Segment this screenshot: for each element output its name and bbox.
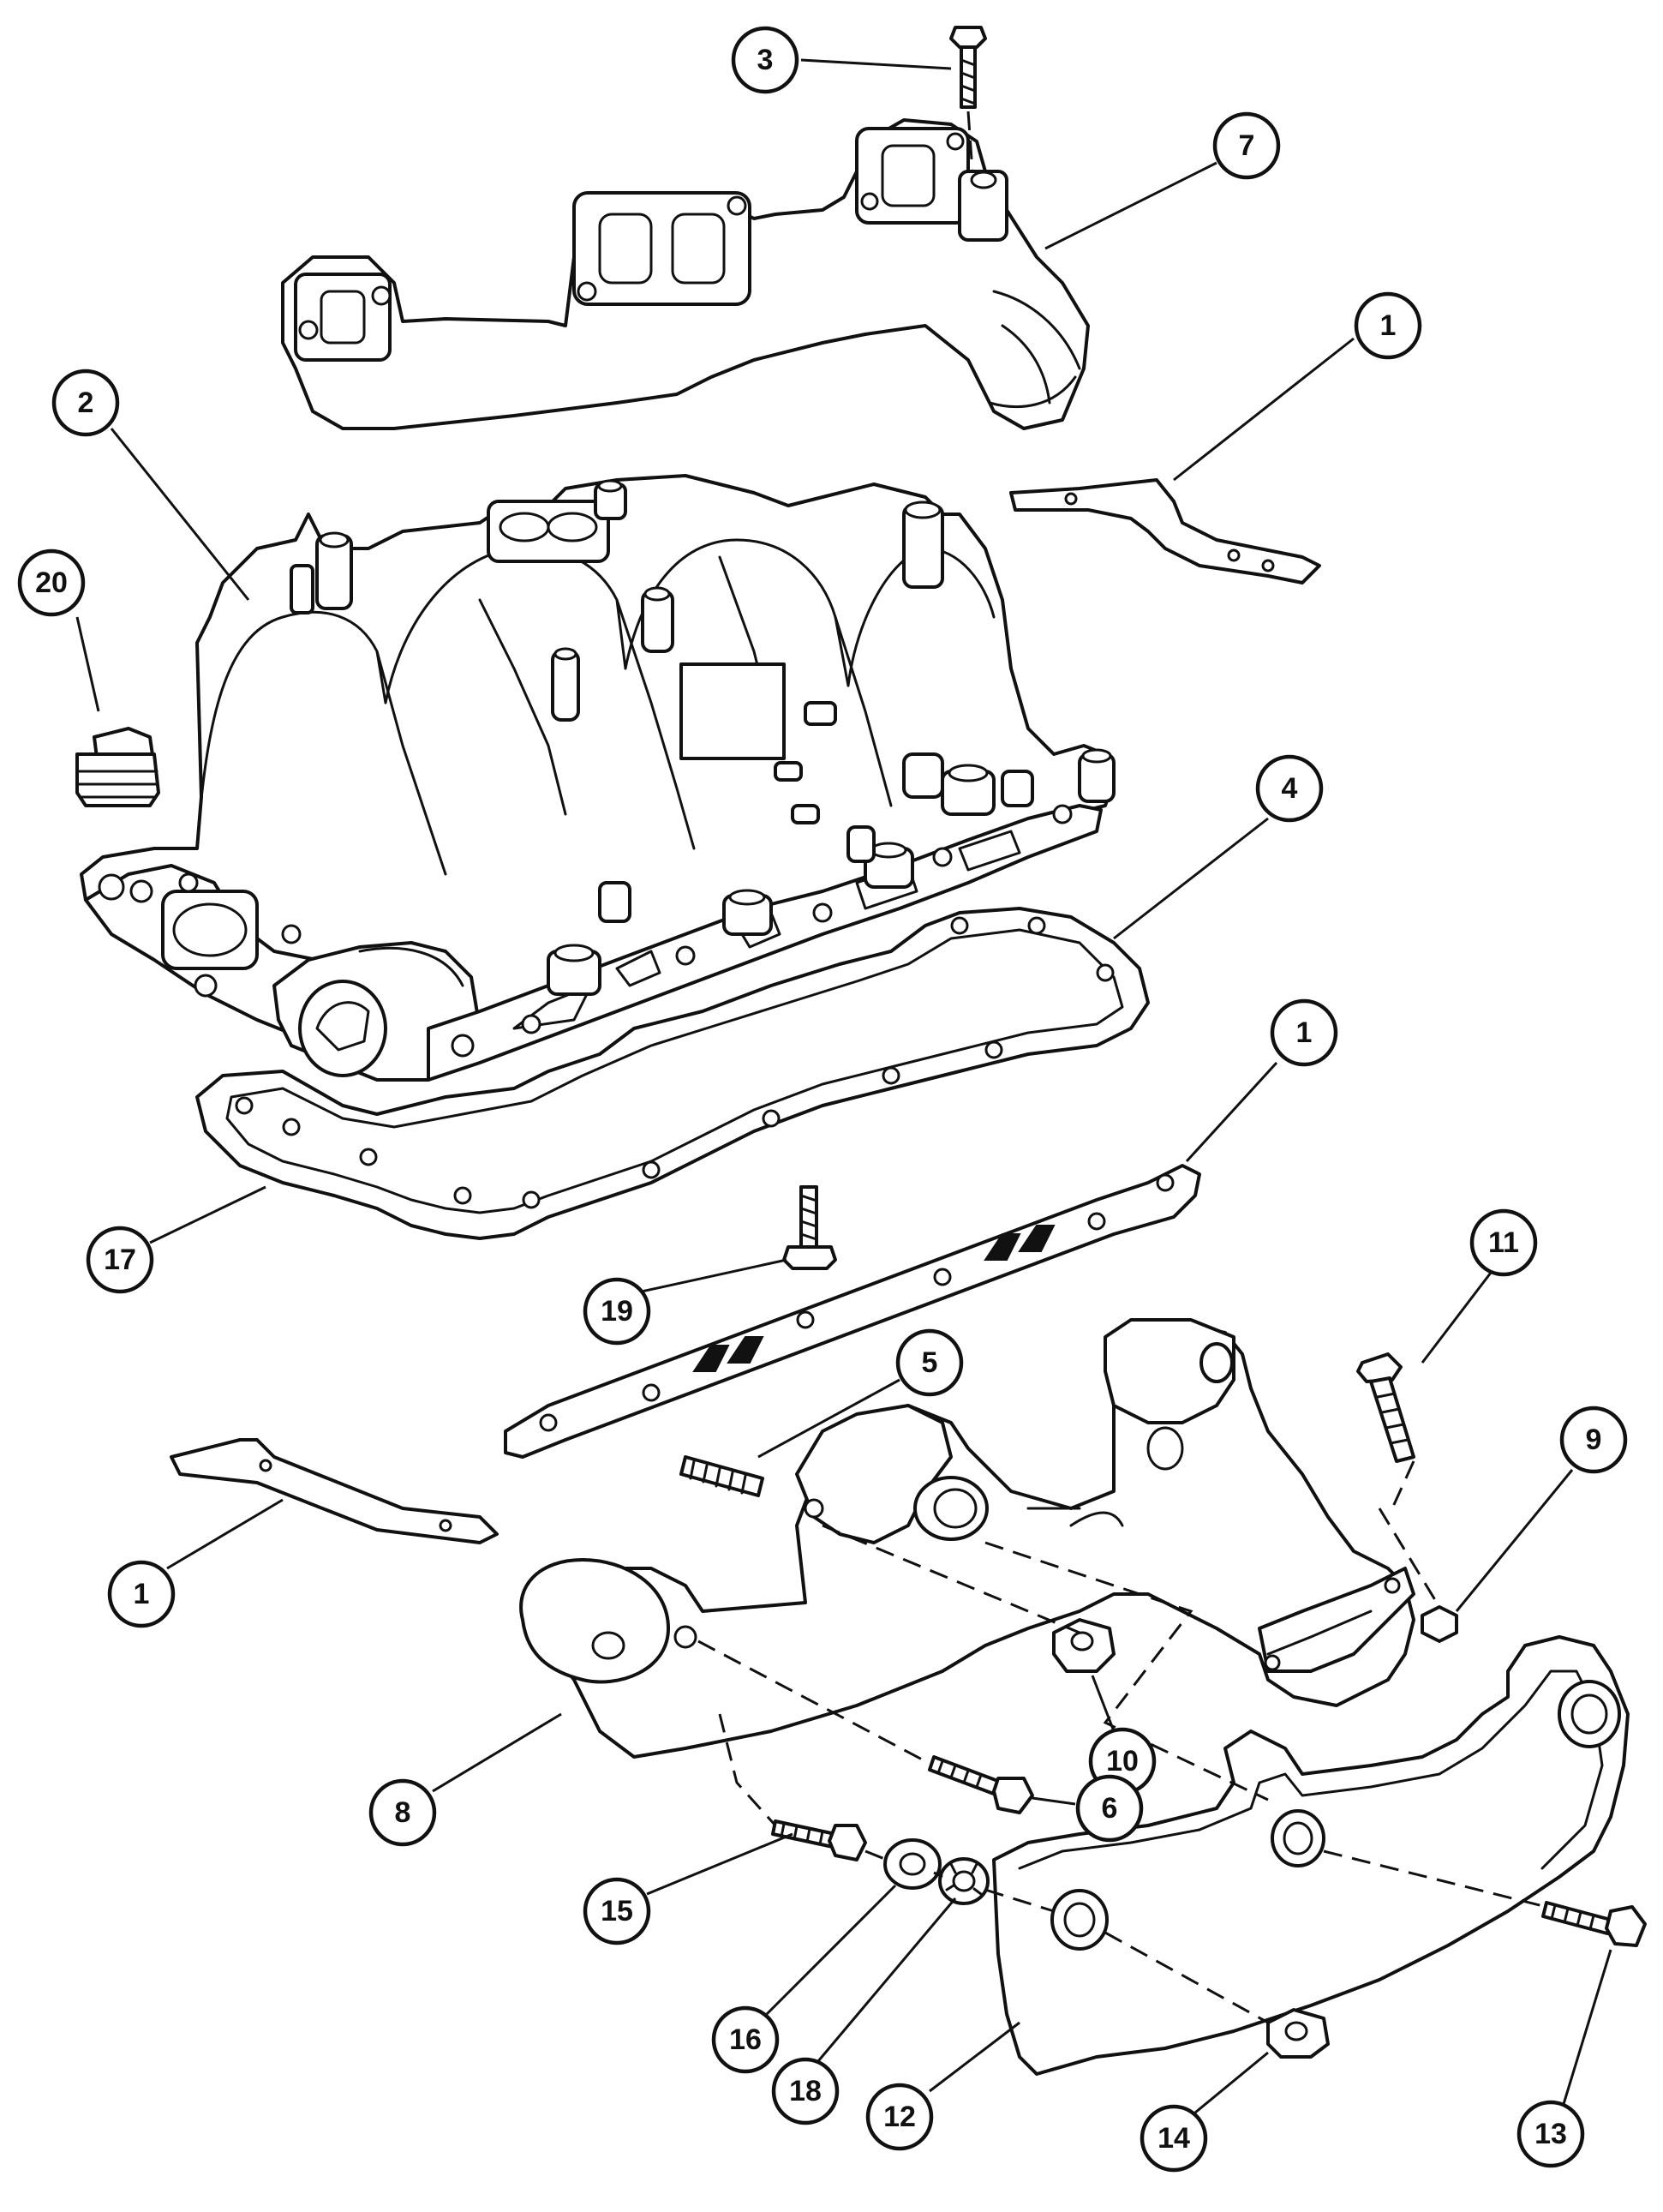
callout-15: 15 [583,1877,651,1945]
lower-exhaust-manifold [519,1318,1415,1759]
callout-14: 14 [1140,2104,1208,2173]
gasket-1-upper [1009,478,1321,584]
gasket-1-middle [504,1164,1201,1459]
svg-text:18: 18 [789,2075,822,2107]
svg-text:20: 20 [35,566,68,599]
plug-20 [75,727,160,807]
washer-16 [883,1838,942,1890]
nut-10 [1052,1618,1116,1673]
callout-1-middle: 1 [1270,998,1338,1067]
callout-3: 3 [731,26,799,94]
callout-20: 20 [17,549,86,617]
bolt-3-alignment-line [966,111,974,172]
callout-16: 16 [711,2005,780,2074]
callout-8: 8 [368,1778,437,1847]
nut-14 [1266,2008,1330,2059]
lock-washer-18 [938,1857,990,1905]
heat-shield-12 [992,1635,1630,2076]
svg-text:6: 6 [1102,1792,1118,1825]
bolt-11 [1356,1352,1415,1463]
callout-18: 18 [771,2057,840,2125]
svg-text:1: 1 [1296,1016,1313,1049]
leader-lines [75,58,1612,2114]
callout-17: 17 [86,1226,154,1294]
callout-1-upper: 1 [1354,291,1422,360]
svg-text:8: 8 [395,1796,411,1829]
svg-text:5: 5 [922,1346,938,1379]
valley-pan-gasket [195,907,1150,1240]
callout-4: 4 [1255,754,1324,823]
bolt-11-alignment-line [1391,1460,1415,1509]
callout-19: 19 [583,1277,651,1346]
svg-text:15: 15 [601,1895,633,1927]
gasket-1-lower [170,1438,499,1544]
upper-exhaust-manifold [281,118,1090,430]
svg-text:13: 13 [1534,2118,1567,2150]
callout-7: 7 [1212,111,1281,180]
svg-text:2: 2 [78,387,94,419]
callout-13: 13 [1516,2100,1585,2168]
svg-text:9: 9 [1586,1424,1602,1456]
callout-5: 5 [895,1328,964,1397]
bolt-3 [949,26,987,109]
intake-manifold [80,474,1116,1082]
alignment-lines [697,1508,1547,2024]
svg-text:7: 7 [1239,129,1255,162]
svg-text:12: 12 [883,2101,916,2133]
callout-6: 6 [1075,1774,1144,1843]
svg-text:10: 10 [1106,1745,1139,1777]
callout-2: 2 [51,369,120,437]
bolt-6 [928,1755,1034,1814]
bolt-19 [782,1185,837,1270]
svg-text:19: 19 [601,1295,633,1328]
svg-text:17: 17 [104,1244,136,1276]
nut-9 [1421,1605,1458,1643]
svg-text:1: 1 [134,1578,150,1610]
stud-5 [679,1455,764,1497]
svg-text:16: 16 [729,2023,762,2056]
bolt-13 [1541,1901,1647,1947]
callout-11: 11 [1469,1208,1538,1277]
svg-text:3: 3 [757,44,774,76]
svg-text:14: 14 [1158,2122,1190,2155]
bolt-15 [771,1819,867,1861]
callout-1-lower: 1 [107,1560,176,1628]
svg-text:4: 4 [1282,772,1298,805]
svg-text:1: 1 [1380,309,1397,342]
callout-9: 9 [1559,1406,1628,1474]
callout-12: 12 [865,2083,934,2151]
svg-text:11: 11 [1488,1226,1519,1259]
